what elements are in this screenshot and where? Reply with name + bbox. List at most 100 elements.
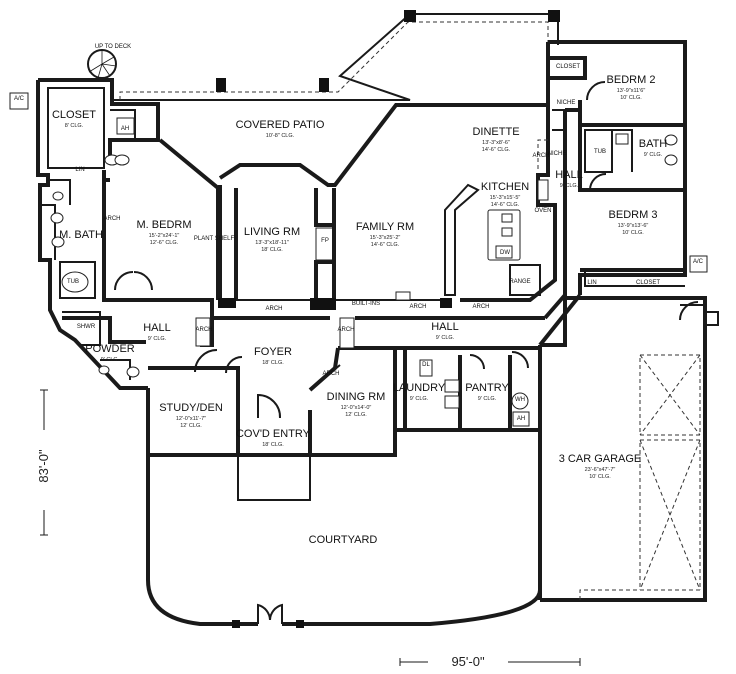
room-ceiling: 14'-6" CLG. (371, 242, 400, 248)
fixture-label: ARCH (337, 327, 354, 333)
room-name: LAUNDRY (393, 382, 446, 394)
hall-walls (195, 293, 582, 350)
fixture-label: ARCH (195, 327, 212, 333)
dimension-lines: 95'-0" 83'-0" (34, 389, 581, 669)
fixture-label: TUB (594, 149, 606, 155)
room-dims: 12'-0"x14'-0" (341, 405, 372, 411)
room-ceiling: 8' CLG. (65, 123, 84, 129)
courtyard-wall (146, 430, 542, 628)
bedroom-wing-walls (546, 40, 687, 300)
room-name: DINETTE (472, 126, 519, 138)
room-name: STUDY/DEN (159, 402, 223, 414)
room-dims: 13'-9"x13'-6" (618, 223, 649, 229)
fixture-label: A/C (693, 259, 704, 265)
room-name: POWDER (85, 343, 135, 355)
room-name: 3 CAR GARAGE (559, 453, 642, 465)
room-name: CLOSET (52, 109, 96, 121)
room-dims: 15'-3"x15'-5" (490, 195, 521, 201)
room-label-bedrm-2: BEDRM 213'-9"x11'6"10' CLG. (607, 74, 656, 101)
room-name: HALL (555, 169, 583, 181)
room-label-hall-right: HALL 9' CLG. (555, 169, 583, 189)
room-label-powder: POWDER 9' CLG. (85, 343, 135, 363)
room-dims: 15'-3"x25'-2" (370, 235, 401, 241)
room-ceiling: 9' CLG. (478, 396, 497, 402)
room-name: COV'D ENTRY (236, 428, 311, 440)
fixture-label: LIN (587, 280, 596, 286)
room-ceiling: 14'-6" CLG. (491, 202, 520, 208)
fixture-label: ARCH (532, 153, 549, 159)
room-label-hall-left: HALL 9' CLG. (143, 322, 171, 342)
room-name: HALL (143, 322, 171, 334)
room-name: COURTYARD (309, 534, 378, 546)
room-ceiling: 9' CLG. (644, 152, 663, 158)
fixture-label: FP (321, 238, 329, 244)
room-label-closet: CLOSET 8' CLG. (52, 109, 96, 129)
fixture-label: DL (422, 362, 430, 368)
room-ceiling: 9' CLG. (148, 336, 167, 342)
kitchen-walls (444, 105, 557, 302)
room-dims: 13'-3"x18'-11" (255, 240, 288, 246)
room-dims: 13'-3"x8'-6" (482, 140, 510, 146)
room-name: BEDRM 2 (607, 74, 656, 86)
room-name: DINING RM (327, 391, 386, 403)
room-ceiling: 9' CLG. (560, 183, 579, 189)
laundry-pantry-walls (395, 345, 542, 432)
fixture-label: SHWR (77, 324, 96, 330)
room-label-pantry: PANTRY 9' CLG. (465, 382, 509, 402)
room-ceiling: 9' CLG. (101, 357, 120, 363)
width-dimension-label: 95'-0" (451, 654, 485, 669)
room-ceiling: 12' CLG. (180, 423, 202, 429)
fixture-label: ARCH (103, 216, 120, 222)
room-ceiling: 12'-6" CLG. (150, 240, 179, 246)
covered-patio-outline (111, 10, 560, 104)
room-label-living-rm: LIVING RM 13'-3"x18'-11"18' CLG. (244, 226, 300, 253)
fixture-label: OVEN (534, 208, 551, 214)
room-name: KITCHEN (481, 181, 529, 193)
room-labels: COVERED PATIO 10'-8" CLG. CLOSET 8' CLG. M. … (52, 74, 667, 546)
room-ceiling: 9' CLG. (410, 396, 429, 402)
room-name: HALL (431, 321, 459, 333)
fixture-label: ARCH (265, 306, 282, 312)
fixture-label: CLOSET (636, 280, 660, 286)
room-label-bedrm-3: BEDRM 3 13'-9"x13'-6"10' CLG. (609, 209, 658, 236)
fixture-labels: UP TO DECKA/CAHLINLINCLOSETCLOSETNICHENI… (14, 44, 704, 422)
ac-pad-right-icon (689, 255, 708, 273)
fixture-label: ARCH (322, 371, 339, 377)
garage-walls (538, 296, 719, 602)
room-label-laundry: LAUNDRY 9' CLG. (393, 382, 446, 402)
room-ceiling: 18' CLG. (262, 360, 284, 366)
room-ceiling: 12' CLG. (345, 412, 367, 418)
room-ceiling: 18' CLG. (261, 247, 283, 253)
fixture-label: BUILT-INS (352, 301, 380, 307)
ac-pad-left-icon (9, 92, 29, 110)
room-label-kitchen: KITCHEN 15'-3"x15'-5"14'-6" CLG. (481, 181, 529, 208)
room-label-courtyard: COURTYARD (309, 534, 378, 546)
room-ceiling: 9' CLG. (436, 335, 455, 341)
room-ceiling: 10'-8" CLG. (266, 133, 295, 139)
room-name: LIVING RM (244, 226, 300, 238)
room-name: BEDRM 3 (609, 209, 658, 221)
fixture-label: AH (121, 126, 129, 132)
room-label-dinette: DINETTE 13'-3"x8'-6"14'-6" CLG. (472, 126, 519, 153)
room-ceiling: 14'-6" CLG. (482, 147, 511, 153)
fixture-label: ARCH (409, 304, 426, 310)
living-family-walls (218, 103, 548, 310)
spiral-stair-icon (87, 49, 117, 79)
fixture-label: NICHE (557, 100, 576, 106)
room-name: COVERED PATIO (236, 119, 325, 131)
foyer-walls (236, 347, 397, 501)
fixture-label: AH (517, 416, 525, 422)
room-name: PANTRY (465, 382, 509, 394)
room-dims: 13'-9"x11'6" (617, 88, 646, 94)
room-ceiling: 10' CLG. (622, 230, 644, 236)
room-dims: 15'-2"x24'-1" (149, 233, 180, 239)
room-name: BATH (639, 138, 668, 150)
room-dims: 23'-6"x47'-7" (585, 467, 616, 473)
room-dims: 12'-0"x11'-7" (176, 416, 206, 422)
